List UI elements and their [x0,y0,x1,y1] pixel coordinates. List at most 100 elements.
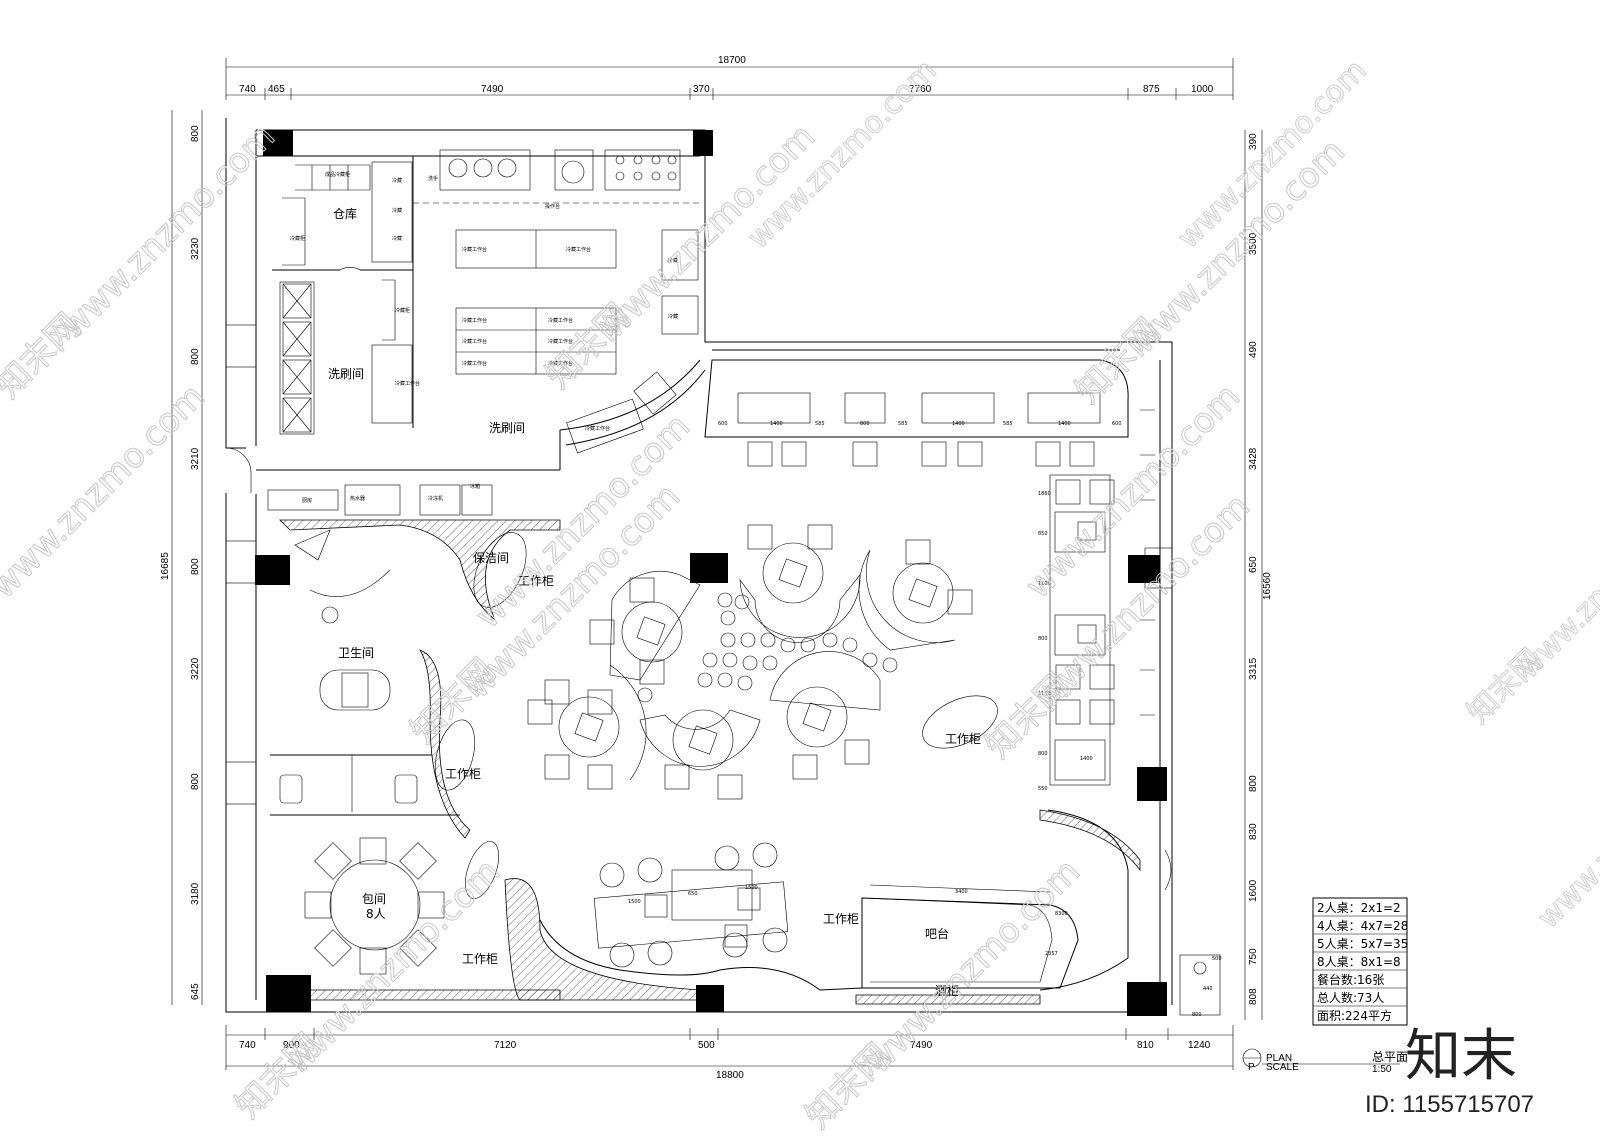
restroom [270,529,460,816]
svg-text:冷藏工作台: 冷藏工作台 [462,317,487,324]
booth-2: 1100 [1038,581,1051,587]
dim-bottom-total: 18800 [716,1070,744,1081]
watermark-url: www.znzmo.com [53,116,283,346]
svg-text:厨房: 厨房 [302,497,312,504]
svg-text:冷藏柜: 冷藏柜 [395,307,410,314]
bar-2: 2357 [1045,951,1058,957]
watermark-url: www.znzmo.com [1511,483,1600,686]
tw-2: 585 [815,421,825,427]
dim-top-2: 7490 [481,84,504,95]
legend-row: 总人数:73人 [1317,990,1384,1005]
svg-text:洗手: 洗手 [428,175,438,182]
svg-text:冷藏: 冷藏 [668,257,678,264]
bar-0: 3400 [955,889,968,895]
label-cleaning: 保洁间 [473,551,509,565]
room-labels: 仓库 洗刷间 洗刷间 保洁间 工作柜 卫生间 工作柜 工作柜 包间 8人 工作柜… [328,206,981,998]
window-tables: 600 1400 585 800 585 1400 585 1400 600 1… [704,359,1155,792]
watermark-id: ID: 1155715707 [1365,1091,1534,1118]
legend-row: 8人桌：8x1=8 [1317,955,1401,969]
dim-right-0: 390 [1248,133,1259,150]
dim-top-1: 465 [268,84,285,95]
tw-3: 800 [860,421,870,427]
title-plan: PLAN [1266,1053,1292,1064]
dim-top-total: 18700 [718,55,746,66]
tw-7: 1400 [1058,421,1071,427]
dim-left-0: 800 [190,125,201,142]
svg-text:冷藏工作台: 冷藏工作台 [548,317,573,324]
watermark-url: www.znzmo.com [1028,486,1258,716]
svg-text:冷藏: 冷藏 [392,207,402,214]
legend-row: 4人桌：4x7=28 [1317,919,1408,933]
dim-bottom-6: 1240 [1188,1040,1211,1051]
legend-table: 2人桌：2x1=2 4人桌：4x7=28 5人桌：5x7=35 8人桌：8x1=… [1312,897,1408,1026]
title-text: 总平面 [1372,1050,1408,1064]
label-work-5: 工作柜 [462,952,498,966]
booth-4: 1150 [1038,691,1051,697]
booth-3: 800 [1038,636,1048,642]
dim-bottom-3: 500 [698,1040,715,1051]
svg-text:冷冻机: 冷冻机 [428,495,443,502]
title-scale: SCALE [1266,1062,1299,1073]
svg-text:热水器: 热水器 [350,495,365,502]
title-ratio: 1:50 [1372,1064,1392,1075]
dim-left-1: 3230 [190,237,201,260]
dim-top-4: 7760 [909,84,932,95]
dim-right-8: 1600 [1248,879,1259,902]
dim-top-0: 740 [239,84,256,95]
label-wine: 酒柜 [935,984,959,998]
label-private-room-cap: 8人 [366,907,386,921]
tw-8: 600 [1112,421,1122,427]
dining-tables [434,524,998,899]
svg-text:冷藏: 冷藏 [668,313,678,320]
dim-right-4: 650 [1248,556,1259,573]
label-work-2: 工作柜 [445,767,481,781]
kitchen-area: 成品冷藏柜冷藏冷藏冷藏 冷藏柜冷藏柜冷藏工作台 冷藏工作台冷藏工作台 冷藏工作台… [256,149,706,516]
dim-right-1: 3500 [1248,232,1259,255]
counter-0: 1500 [628,899,641,905]
dim-right-3: 3428 [1248,447,1259,470]
svg-text:冷藏工作台: 冷藏工作台 [566,246,591,253]
dim-left-7: 3180 [190,882,201,905]
label-wash-2: 洗刷间 [489,421,525,435]
dim-left-3: 3210 [190,447,201,470]
sink-2: 500 [1212,956,1222,962]
dim-right-9: 750 [1248,948,1259,965]
dim-right-2: 490 [1248,341,1259,358]
svg-text:冷藏工作台: 冷藏工作台 [548,360,573,367]
watermark-url: www.znzmo.com [0,376,213,606]
svg-text:冰箱: 冰箱 [470,483,480,490]
label-toilet: 卫生间 [338,646,374,660]
watermark-url: www.znzmo.com [278,851,508,1081]
dim-left-2: 800 [190,348,201,365]
label-work-4: 工作柜 [823,912,859,926]
title-block: P PLAN SCALE 总平面 1:50 [1242,1048,1408,1075]
dim-left-total: 16685 [160,552,171,580]
svg-text:冷藏柜: 冷藏柜 [290,235,305,242]
label-private-room: 包间 [362,892,386,906]
right-dimensions: 16560 390 3500 490 3428 650 3315 800 830… [1244,130,1273,1020]
dim-top-5: 875 [1143,84,1160,95]
bar-1: 8300 [1055,911,1068,917]
svg-text:冷藏工作台: 冷藏工作台 [395,380,420,387]
booth-1: 850 [1038,531,1048,537]
title-marker: P [1248,1062,1255,1073]
svg-text:冷藏: 冷藏 [392,235,402,242]
left-dimensions: 16685 800 3230 800 3210 800 3220 800 318… [160,110,203,1005]
top-dimensions: 18700 740 465 7490 370 7760 875 1000 [225,55,1234,100]
tw-0: 600 [718,421,728,427]
svg-text:冷藏工作台: 冷藏工作台 [462,338,487,345]
dim-right-6: 800 [1248,775,1259,792]
booth-7: 1400 [1080,756,1093,762]
watermark-url: www.znzmo.com [1531,733,1600,936]
svg-text:冷藏工作台: 冷藏工作台 [462,360,487,367]
dim-bottom-5: 810 [1137,1040,1154,1051]
dim-bottom-1: 900 [283,1040,300,1051]
legend-row: 5人桌：5x7=35 [1317,937,1408,951]
svg-text:冷藏: 冷藏 [392,177,402,184]
svg-text:操作台: 操作台 [545,203,560,210]
bar-area: 1500 650 1500 3400 8300 2357 800 440 500 [539,809,1222,1018]
booth-0: 1860 [1038,491,1051,497]
booth-6: 550 [1038,786,1048,792]
watermark-logo: 知末 [1405,1024,1517,1089]
